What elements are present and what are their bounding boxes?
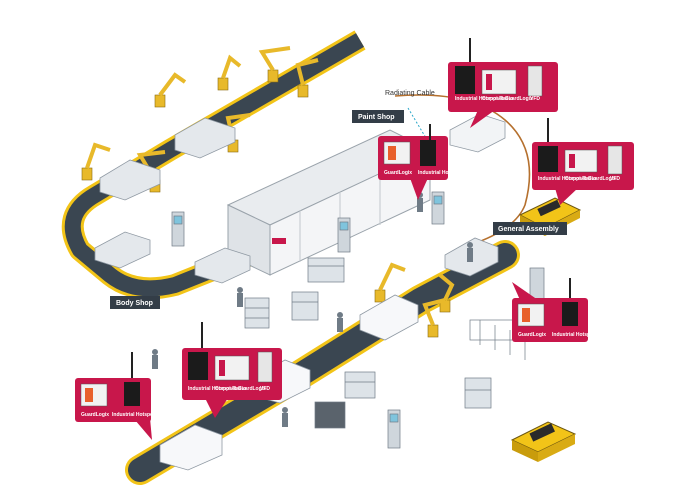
callout3-radio-label: Industrial Hotspot Radio (538, 176, 596, 182)
car-body-icon (174, 117, 236, 159)
callout5-radio-label: Industrial Hotspot Radio (188, 386, 246, 392)
callout5-controller-label: Compact GuardLogix (215, 386, 266, 392)
callout2-radio-label: Industrial Hotspot Radio (418, 170, 476, 176)
radiating-cable-label: Radiating Cable (385, 90, 435, 97)
control-panel-icon (337, 217, 351, 253)
general-assembly-label-box: General Assembly (493, 222, 567, 235)
body-shop-label-box: Body Shop (110, 296, 160, 309)
worker-icon (337, 312, 343, 332)
callout-assembly-radio-controller-vfd: Industrial Hotspot Radio Compact GuardLo… (182, 322, 282, 418)
industrial-robot-icon (81, 142, 111, 181)
car-body-icon (359, 294, 419, 341)
callout6-controller-label: GuardLogix (81, 412, 109, 418)
body-shop-conveyor (61, 30, 366, 300)
control-panels (171, 191, 545, 449)
callout5-vfd-label: VFD (260, 386, 270, 392)
general-assembly-label: General Assembly (498, 226, 559, 233)
callout3-controller-label: Compact GuardLogix (565, 176, 616, 182)
assembly-conveyor (125, 240, 520, 485)
car-body-icon (99, 159, 161, 201)
callout-paint-guardlogix-radio: GuardLogix Industrial Hotspot Radio (378, 124, 476, 200)
callout-general-assembly-radio-controller-vfd: Industrial Hotspot Radio Compact GuardLo… (532, 118, 634, 205)
control-panel-icon (387, 409, 401, 449)
control-panel-icon (431, 191, 445, 225)
car-body-icon (94, 231, 151, 269)
callout6-radio-label: Industrial Hotspot Radio (112, 412, 170, 418)
callout4-controller-label: GuardLogix (518, 332, 546, 338)
car-body-icon (194, 247, 251, 284)
industrial-robot-icon (422, 298, 446, 338)
callout1-radio-label: Industrial Hotspot Radio (455, 96, 513, 102)
parts-rack-icon (244, 297, 270, 329)
callout1-vfd-label: VFD (530, 96, 540, 102)
industrial-robot-icon (154, 72, 187, 108)
parts-rack-icon (314, 401, 346, 429)
worker-icon (282, 407, 288, 427)
industrial-robot-icon (374, 262, 406, 303)
callout1-controller-label: Compact GuardLogix (482, 96, 533, 102)
car-body-icon (159, 424, 223, 471)
callout2-controller-label: GuardLogix (384, 170, 412, 176)
parts-rack-icon (464, 377, 492, 409)
callout-assembly-guardlogix-radio: GuardLogix Industrial Hotspot Radio (512, 278, 610, 342)
parts-rack-icon (291, 291, 319, 321)
industrial-robot-icon (295, 58, 319, 98)
callout-paint-radio-controller-vfd: Industrial Hotspot Radio Compact GuardLo… (448, 38, 558, 128)
callout3-vfd-label: VFD (610, 176, 620, 182)
paint-shop-label: Paint Shop (358, 114, 395, 121)
body-shop-label: Body Shop (116, 300, 153, 307)
parts-rack-icon (344, 371, 376, 399)
worker-icon (467, 242, 473, 262)
paint-shop-label-box: Paint Shop (352, 110, 404, 123)
agv-icon (510, 421, 577, 462)
worker-icon (237, 287, 243, 307)
parts-rack-icon (307, 257, 345, 283)
worker-icon (152, 349, 158, 369)
callout-left-guardlogix-radio: GuardLogix Industrial Hotspot Radio (75, 352, 170, 440)
control-panel-icon (171, 211, 185, 247)
parts-racks (244, 257, 541, 429)
industrial-robot-icon (217, 54, 242, 91)
workers (152, 192, 473, 427)
industrial-robot-icon (258, 46, 291, 83)
callout4-radio-label: Industrial Hotspot Radio (552, 332, 610, 338)
